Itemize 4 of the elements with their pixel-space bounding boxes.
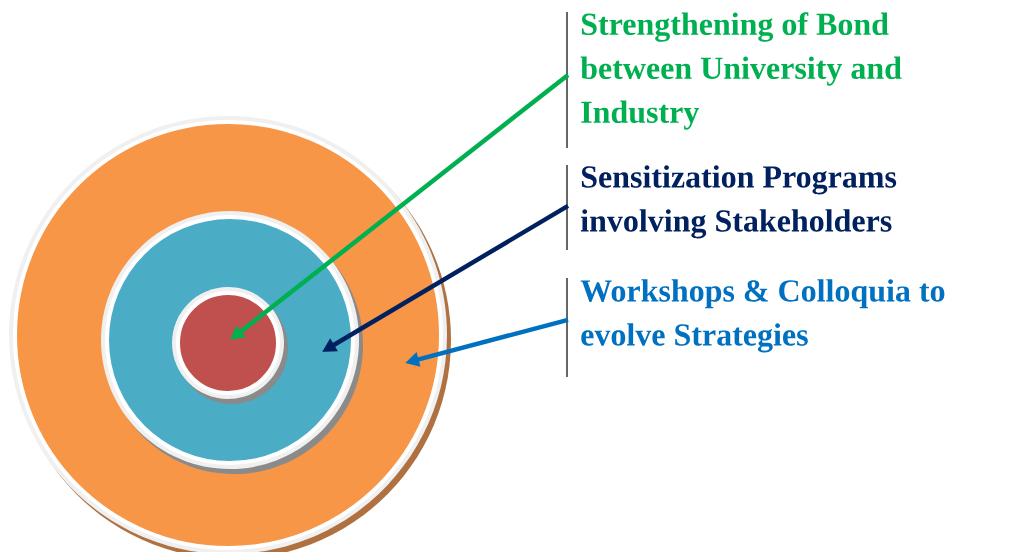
- text-label: Strengthening of Bond between University and Industry: [580, 12, 902, 130]
- target-ring: [172, 287, 288, 404]
- text-label: Workshops & Colloquia to evolve Strategies: [580, 279, 945, 353]
- text-label: Sensitization Programs involving Stakeholders: [580, 165, 897, 239]
